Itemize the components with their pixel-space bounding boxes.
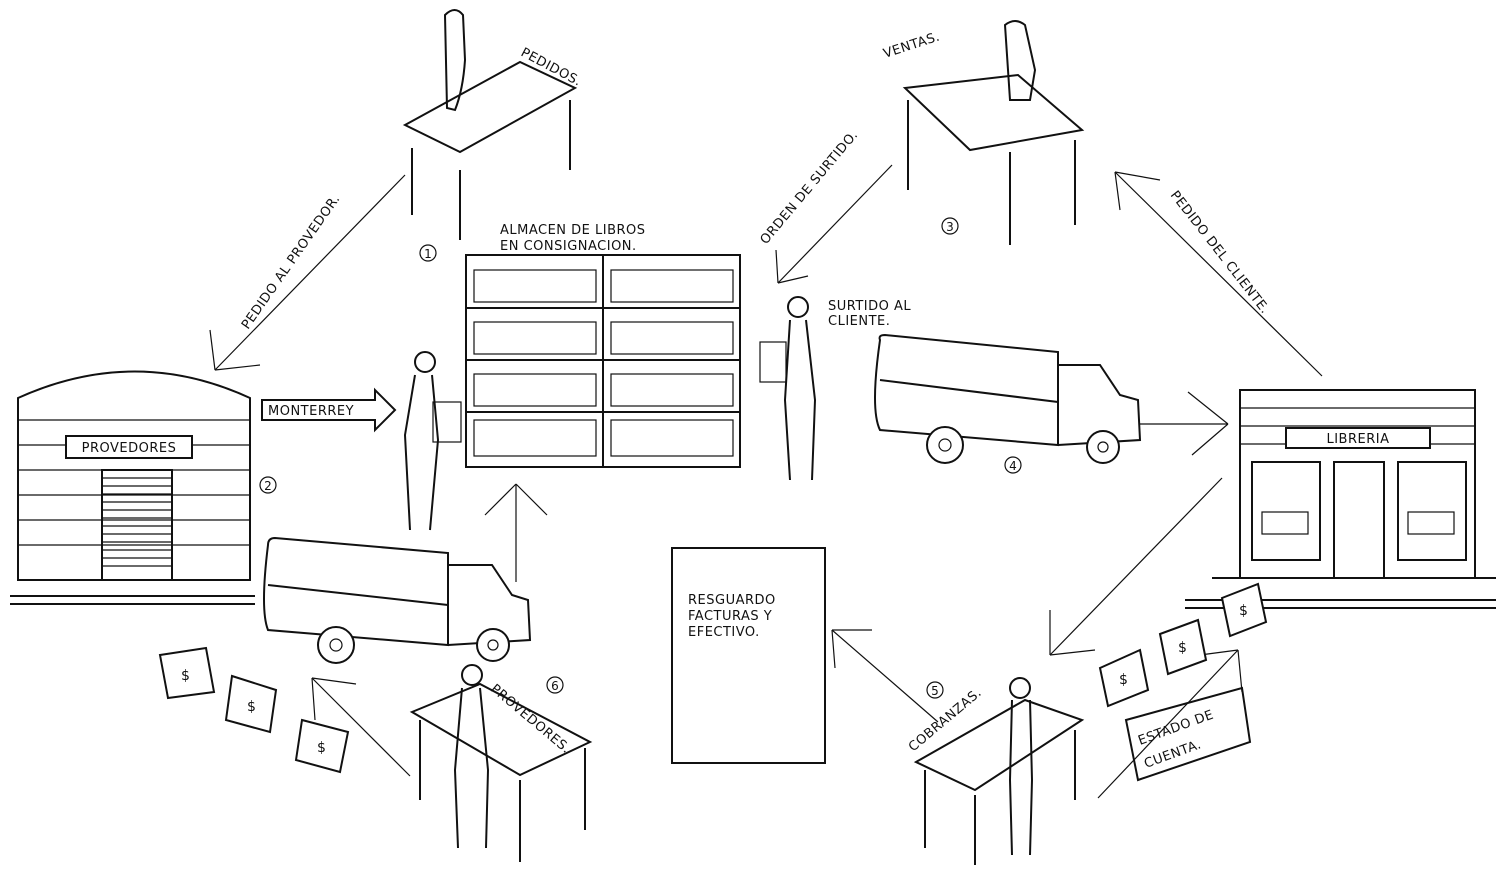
bill-icon: $ <box>1222 584 1266 636</box>
fill-order-label: ORDEN DE SURTIDO. <box>758 128 862 248</box>
delivery-truck: 4 <box>875 335 1228 473</box>
warehouse-label-line1: ALMACEN DE LIBROS <box>500 223 646 238</box>
svg-text:$: $ <box>1239 603 1249 619</box>
bookstore-sign: LIBRERIA <box>1326 432 1389 447</box>
monterrey-arrow: MONTERREY <box>262 390 395 430</box>
step-5: 5 <box>931 684 939 698</box>
client-fill-line1: SURTIDO AL <box>828 299 911 314</box>
worker-delivering-books: SURTIDO AL CLIENTE. <box>760 297 911 480</box>
bill-icon: $ <box>296 720 348 772</box>
desk-collections: COBRANZAS. 5 <box>906 678 1082 865</box>
svg-text:$: $ <box>247 699 257 715</box>
step-3: 3 <box>946 220 954 234</box>
svg-text:$: $ <box>1178 640 1188 656</box>
client-order-label: PEDIDO DEL CLIENTE. <box>1167 188 1272 317</box>
step-4: 4 <box>1009 459 1017 473</box>
worker-receiving-books <box>405 352 461 530</box>
arrow-collections-safekeeping <box>832 630 938 722</box>
svg-text:$: $ <box>1119 672 1129 688</box>
step-1: 1 <box>424 247 432 261</box>
step-6: 6 <box>551 679 559 693</box>
sales-label: VENTAS. <box>882 29 942 61</box>
bill-icon: $ <box>1160 620 1206 674</box>
safekeeping-line1: RESGUARDO <box>688 593 776 608</box>
arrow-client-order: PEDIDO DEL CLIENTE. <box>1115 172 1322 376</box>
client-fill-line2: CLIENTE. <box>828 314 890 329</box>
step-2: 2 <box>264 479 272 493</box>
warehouse-label-line2: EN CONSIGNACION. <box>500 239 637 254</box>
book-shelf: ALMACEN DE LIBROS EN CONSIGNACION. <box>466 223 740 467</box>
supplier-building: PROVEDORES <box>18 372 250 581</box>
arrow-supplier-order: PEDIDO AL PROVEDOR. <box>210 175 405 370</box>
bill-icon: $ <box>160 648 214 698</box>
bookstore-building: LIBRERIA <box>1212 390 1496 578</box>
svg-text:$: $ <box>317 740 327 756</box>
dollar-bills-left: $ $ $ <box>160 648 348 772</box>
arrow-fill-order: ORDEN DE SURTIDO. <box>758 128 892 283</box>
bill-icon: $ <box>226 676 276 732</box>
safekeeping-line2: FACTURAS Y <box>688 609 772 624</box>
desk-suppliers: PROVEDORES. 6 <box>312 665 590 862</box>
supplier-sign: PROVEDORES <box>82 441 177 456</box>
safekeeping-box: RESGUARDO FACTURAS Y EFECTIVO. <box>672 548 825 763</box>
monterrey-label: MONTERREY <box>268 404 354 419</box>
supplier-truck: 2 <box>260 477 547 663</box>
supplier-order-label: PEDIDO AL PROVEDOR. <box>239 192 344 332</box>
desk-sales: VENTAS. 3 <box>882 21 1082 245</box>
bill-icon: $ <box>1100 650 1148 706</box>
safekeeping-line3: EFECTIVO. <box>688 625 760 640</box>
svg-text:$: $ <box>181 668 191 684</box>
